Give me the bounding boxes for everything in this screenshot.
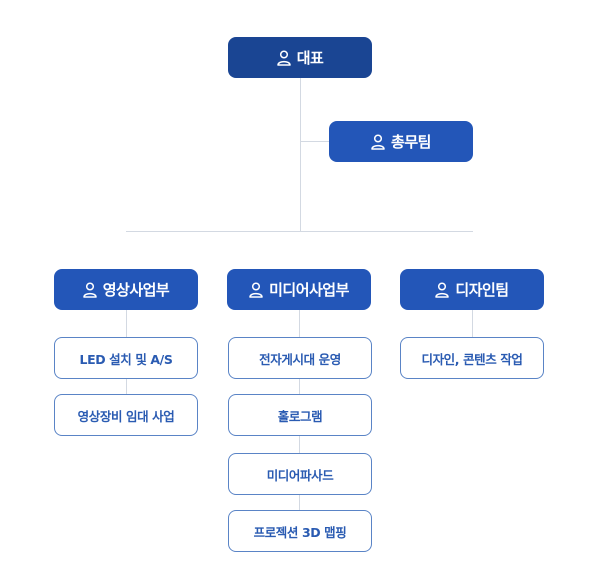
org-item: 전자게시대 운영 [228, 337, 372, 379]
org-item: 영상장비 임대 사업 [54, 394, 198, 436]
person-icon [249, 281, 263, 298]
org-node-media-division: 미디어사업부 [227, 269, 371, 310]
connector-ceo-vertical [300, 78, 301, 231]
person-icon [276, 49, 291, 66]
org-node-label: 대표 [296, 49, 324, 67]
person-icon [82, 281, 97, 298]
person-icon [371, 133, 385, 150]
org-node-label: 총무팀 [391, 133, 431, 151]
connector-horizontal [126, 231, 473, 232]
org-node-general-affairs: 총무팀 [329, 121, 473, 162]
org-node-label: 미디어사업부 [269, 281, 349, 299]
org-item: 프로젝션 3D 맵핑 [228, 510, 372, 552]
org-node-label: 디자인팀 [455, 281, 509, 299]
org-item: LED 설치 및 A/S [54, 337, 198, 379]
org-node-label: 영상사업부 [102, 281, 170, 299]
org-node-ceo: 대표 [228, 37, 372, 78]
org-node-design-team: 디자인팀 [400, 269, 544, 310]
org-item: 디자인, 콘텐츠 작업 [400, 337, 544, 379]
org-item: 홀로그램 [228, 394, 372, 436]
org-item: 미디어파사드 [228, 453, 372, 495]
connector-general-affairs [300, 141, 330, 142]
org-node-video-division: 영상사업부 [54, 269, 198, 310]
person-icon [435, 281, 450, 298]
connector-col3-items [472, 310, 473, 337]
